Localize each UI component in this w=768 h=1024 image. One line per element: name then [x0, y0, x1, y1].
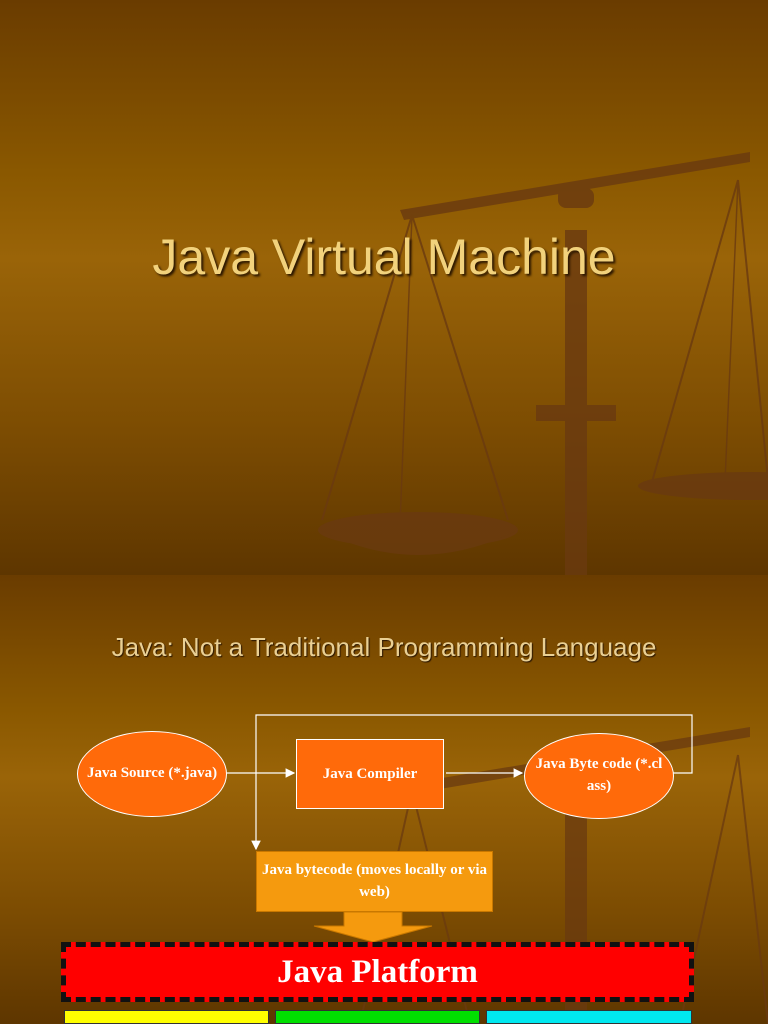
down-arrow-icon: [313, 911, 433, 943]
java-source-node: Java Source (*.java): [77, 731, 227, 817]
platform-strip-green: [275, 1010, 480, 1024]
java-bytecode-file-node: Java Byte code (*.cl ass): [524, 733, 674, 819]
java-bytecode-transport-node: Java bytecode (moves locally or via web): [256, 851, 493, 912]
java-platform-bar: Java Platform: [61, 942, 694, 1002]
platform-strip-cyan: [486, 1010, 692, 1024]
platform-strip-yellow: [64, 1010, 269, 1024]
java-platform-label: Java Platform: [277, 953, 478, 990]
slide-1: Java Virtual Machine: [0, 0, 768, 575]
slide-1-title: Java Virtual Machine: [152, 229, 616, 285]
slide-2-title: Java: Not a Traditional Programming Lang…: [111, 632, 657, 662]
balance-scale-icon: [318, 152, 768, 575]
java-compiler-node: Java Compiler: [296, 739, 444, 809]
